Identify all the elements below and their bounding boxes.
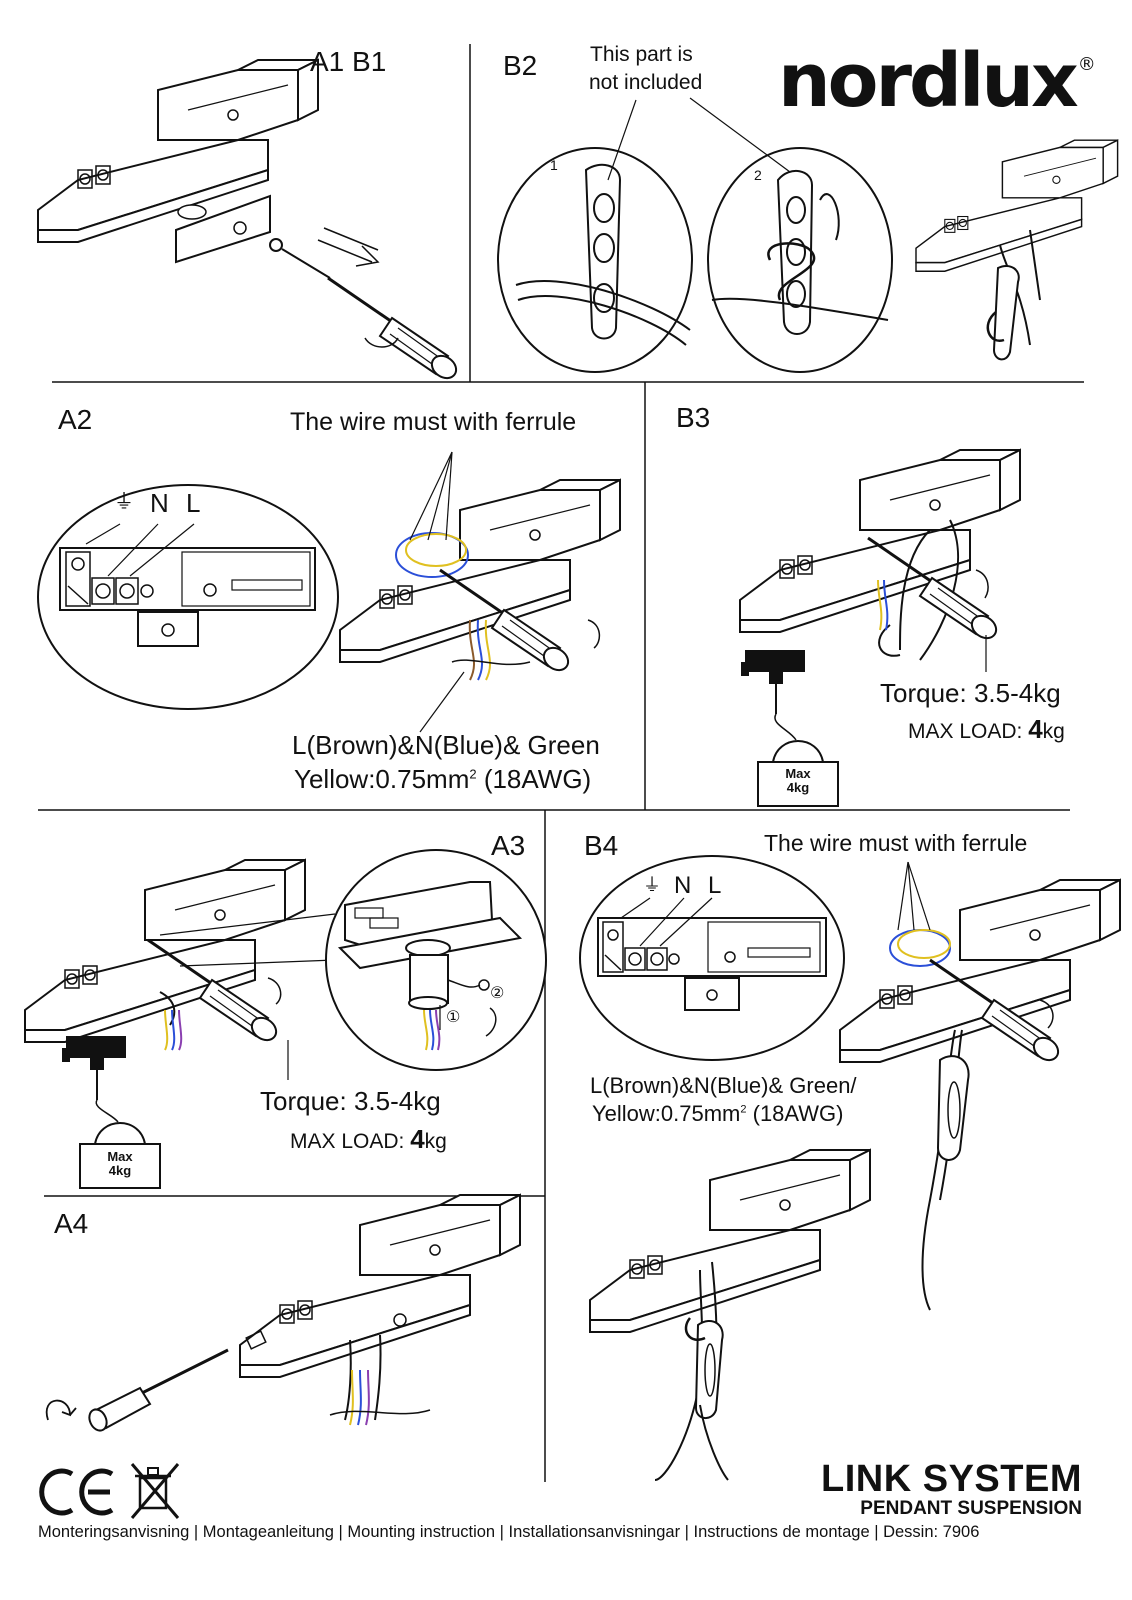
a2-terminal-detail-circle xyxy=(37,484,339,710)
weee-bin-icon xyxy=(130,1463,180,1519)
b3-max-load: MAX LOAD: 4kg xyxy=(908,714,1065,744)
b2-callout-2: 2 xyxy=(754,167,762,183)
a2-wiring-illustration xyxy=(339,451,621,733)
panel-label-a4: A4 xyxy=(54,1208,89,1239)
b4-terminal-l: L xyxy=(708,872,722,899)
panel-dividers xyxy=(38,44,1084,1482)
a1-track-adapter-illustration xyxy=(37,59,319,264)
a3-step-1: ① xyxy=(446,1009,461,1026)
b4-terminal-detail-circle xyxy=(579,855,845,1061)
a3-detail-circle xyxy=(325,849,547,1071)
b4-final-assembly-illustration xyxy=(589,1149,871,1481)
b4-earth-symbol: ⏚ xyxy=(643,875,661,895)
a4-cable-fixing-illustration xyxy=(45,1194,521,1432)
panel-label-b4: B4 xyxy=(584,830,619,861)
a2-wire-spec-line1: L(Brown)&N(Blue)& Green xyxy=(292,730,600,760)
a2-ferrule-note: The wire must with ferrule xyxy=(290,408,577,436)
a2-wire-spec-line2: Yellow:0.75mm2 (18AWG) xyxy=(294,764,592,794)
b3-load-hanger-illustration xyxy=(740,649,839,807)
b2-note-line2: not included xyxy=(589,71,703,94)
b4-wire-spec-line2: Yellow:0.75mm2 (18AWG) xyxy=(592,1101,844,1126)
panel-label-b3: B3 xyxy=(676,402,711,433)
brand-logo: nordlux® xyxy=(778,38,1096,124)
b4-wiring-illustration xyxy=(839,861,1121,1311)
a1-screw-and-screwdriver-illustration xyxy=(269,227,462,385)
a3-step-2: ② xyxy=(490,985,505,1002)
a3-torque: Torque: 3.5-4kg xyxy=(260,1086,441,1116)
panel-label-a1-b1: A1 B1 xyxy=(310,46,387,77)
panel-label-b2: B2 xyxy=(503,50,538,81)
a2-terminal-l: L xyxy=(186,488,201,518)
b2-callout-1: 1 xyxy=(550,157,558,173)
footer-text: Monteringsanvisning | Montageanleitung |… xyxy=(38,1523,980,1541)
ce-mark xyxy=(39,1468,114,1516)
b4-terminal-n: N xyxy=(674,872,692,899)
a2-terminal-n: N xyxy=(150,488,169,518)
b2-detail-circle-1 xyxy=(497,99,693,373)
a2-earth-symbol: ⏚ xyxy=(114,491,134,513)
product-title: LINK SYSTEM xyxy=(821,1458,1082,1500)
b4-wire-spec-line1: L(Brown)&N(Blue)& Green/ xyxy=(590,1073,857,1098)
b3-torque: Torque: 3.5-4kg xyxy=(880,678,1061,708)
panel-label-a2: A2 xyxy=(58,404,93,435)
b3-suspended-illustration xyxy=(739,449,1021,672)
product-subtitle: PENDANT SUSPENSION xyxy=(860,1498,1082,1519)
b4-ferrule-note: The wire must with ferrule xyxy=(764,830,1028,856)
a3-suspended-illustration xyxy=(24,859,336,1080)
a3-max-load: MAX LOAD: 4kg xyxy=(290,1124,447,1154)
b2-note-line1: This part is xyxy=(590,43,693,66)
b2-detail-circle-2 xyxy=(689,97,893,373)
b2-suspended-adapter-illustration xyxy=(915,139,1119,361)
panel-label-a3: A3 xyxy=(491,830,526,861)
a3-load-hanger-illustration xyxy=(61,1035,161,1189)
